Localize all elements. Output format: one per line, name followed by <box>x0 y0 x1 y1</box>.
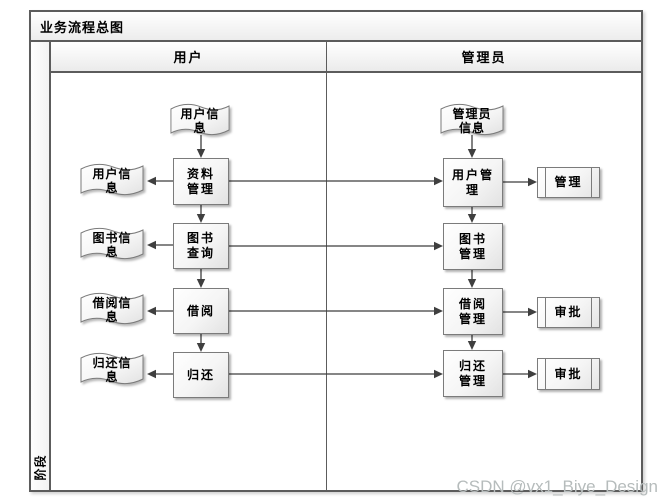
csdn-watermark: CSDN @vx1_Biye_Design <box>456 477 658 496</box>
lane-header-admin-label: 管理员 <box>461 50 507 65</box>
process-user-data-mgmt: 资料 管理 <box>173 158 229 205</box>
process-book-query: 图书 查询 <box>173 223 229 269</box>
node-label: 借阅 <box>186 303 215 318</box>
document-user-info-top: 用户信 息 <box>170 103 230 137</box>
node-label: 用户管 理 <box>451 167 494 197</box>
process-return-mgmt: 归还 管理 <box>443 350 503 397</box>
node-label: 归还信 息 <box>92 356 132 384</box>
lane-header-admin: 管理员 <box>327 42 641 71</box>
document-user-info: 用户信 息 <box>80 163 144 197</box>
document-borrow-info: 借阅信 息 <box>80 292 144 326</box>
node-label: 审批 <box>554 366 583 381</box>
phase-label: 阶段 <box>33 454 48 481</box>
document-shape <box>440 103 504 136</box>
node-label: 借阅信 息 <box>92 296 132 324</box>
node-label: 管理员 信息 <box>452 107 492 135</box>
node-label: 图书信 息 <box>92 231 132 259</box>
document-return-info: 归还信 息 <box>80 352 144 386</box>
title-separator-line <box>29 40 643 42</box>
predefined-process-approve-return: 审批 <box>537 358 600 390</box>
node-label: 借阅 管理 <box>458 296 487 326</box>
predefined-process-approve-borrow: 审批 <box>537 297 600 328</box>
diagram-title-bar: 业务流程总图 <box>31 12 641 40</box>
node-label: 归还 <box>186 367 215 382</box>
process-borrow-mgmt: 借阅 管理 <box>443 288 503 335</box>
lane-header-user: 用户 <box>51 42 326 71</box>
node-label: 资料 管理 <box>186 166 215 196</box>
phase-column-border <box>49 40 51 492</box>
node-label: 图书 管理 <box>458 231 487 261</box>
diagram-title: 业务流程总图 <box>40 19 125 35</box>
node-label: 图书 查询 <box>186 231 215 260</box>
document-shape <box>170 103 230 136</box>
document-shape <box>80 163 144 196</box>
document-shape <box>80 292 144 325</box>
process-user-mgmt: 用户管 理 <box>443 158 503 207</box>
predefined-process-manage: 管理 <box>537 167 600 198</box>
process-book-mgmt: 图书 管理 <box>443 223 503 270</box>
process-borrow: 借阅 <box>173 288 229 334</box>
node-label: 管理 <box>554 175 583 189</box>
document-shape <box>80 352 144 385</box>
lane-header-user-label: 用户 <box>173 50 204 65</box>
lane-divider <box>326 40 327 492</box>
document-book-info: 图书信 息 <box>80 227 144 261</box>
process-return: 归还 <box>173 352 229 398</box>
node-label: 审批 <box>554 305 583 319</box>
phase-column: 阶段 <box>31 42 49 490</box>
node-label: 用户信 息 <box>92 167 132 195</box>
node-label: 归还 管理 <box>458 358 487 388</box>
document-admin-info-top: 管理员 信息 <box>440 103 504 137</box>
lane-header-separator-line <box>50 71 643 73</box>
document-shape <box>80 227 144 260</box>
node-label: 用户信 息 <box>180 107 220 135</box>
